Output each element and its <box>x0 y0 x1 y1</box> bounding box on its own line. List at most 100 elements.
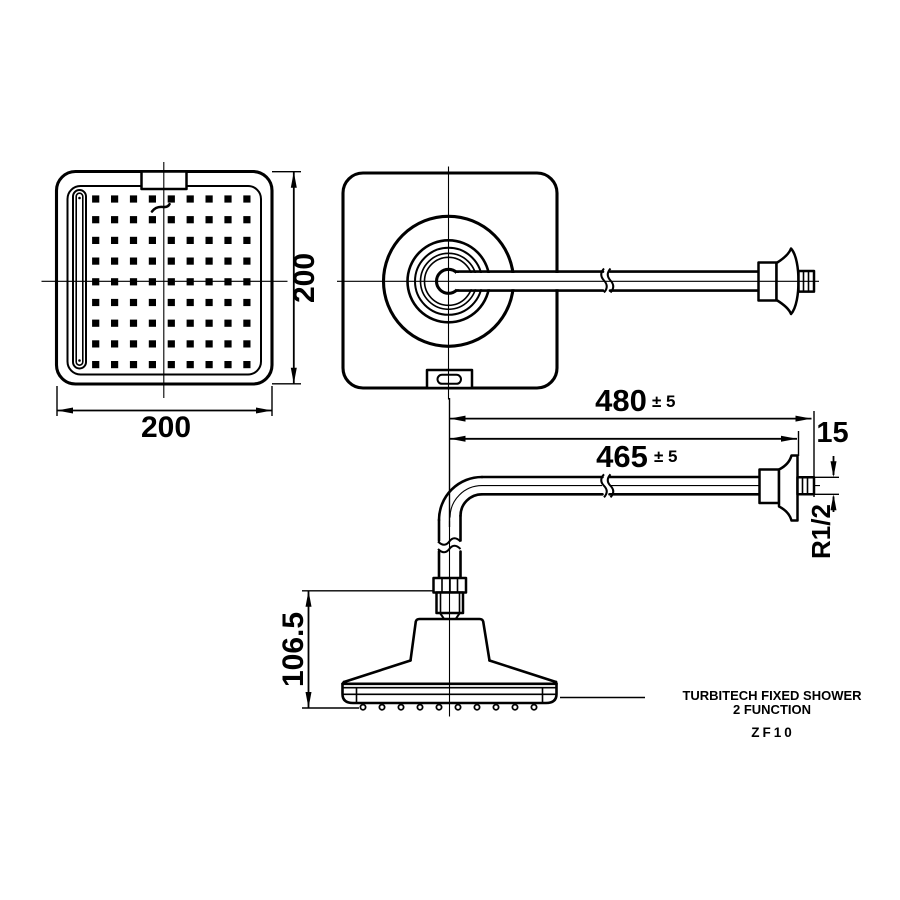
nozzle-dot <box>92 195 100 203</box>
nozzle-dot <box>243 257 251 265</box>
face-height-label: 200 <box>288 253 321 303</box>
front-view-waterfall-slot-inner <box>75 192 84 366</box>
arrow-left-icon <box>57 407 73 414</box>
nozzle-dot <box>224 257 232 265</box>
nozzle-dot <box>186 236 194 244</box>
pipe-break-line-2 <box>606 267 615 294</box>
spray-nozzle <box>530 703 538 711</box>
dim-wall-thread: 15 <box>816 417 848 449</box>
nozzle-dot <box>148 216 156 224</box>
nozzle-dot <box>243 340 251 348</box>
product-name-line2: 2 FUNCTION <box>733 702 811 717</box>
elbow-centerline-arc <box>449 485 483 518</box>
front-view-waterfall-slot <box>72 189 87 370</box>
nozzle-dot <box>111 298 119 307</box>
nozzle-dot <box>186 195 194 203</box>
nozzle-dot <box>186 298 194 307</box>
nozzle-dot <box>148 361 156 369</box>
nozzle-dot <box>167 216 175 224</box>
nozzle-dot <box>167 319 175 327</box>
nozzle-dot <box>205 319 213 327</box>
nozzle-dot <box>167 195 175 203</box>
collar-inner-lines <box>439 592 461 613</box>
nozzle-dot <box>205 195 213 203</box>
nozzle-dot <box>186 361 194 369</box>
elbow-inner-arc <box>459 493 484 518</box>
dim-thread-size: R1/2 <box>806 456 839 559</box>
nozzle-dot <box>129 298 138 307</box>
drop-leg-lower <box>437 550 462 580</box>
nozzle-dot <box>205 257 213 265</box>
rim-band-ticks <box>355 687 544 702</box>
thread-root-lines <box>801 477 809 495</box>
spray-nozzle <box>511 703 519 711</box>
nozzle-dot <box>167 298 175 307</box>
side-flange-bell <box>777 454 799 522</box>
side-pipe-break-1 <box>600 473 608 498</box>
nozzle-dot <box>224 298 232 307</box>
product-name-line1: TURBITECH FIXED SHOWER <box>682 688 862 703</box>
nozzle-dot <box>224 319 232 327</box>
nozzle-dot <box>243 319 251 327</box>
nozzle-dot <box>129 361 138 369</box>
spray-nozzle <box>435 703 443 711</box>
nozzle-dot <box>111 216 119 224</box>
nozzle-dot <box>92 257 100 265</box>
nozzle-dot <box>167 257 175 265</box>
nozzle-dot <box>129 319 138 327</box>
slot-top-dot <box>78 196 81 200</box>
front-height-dimension: 200 <box>272 170 321 385</box>
nozzle-dot <box>148 236 156 244</box>
spray-nozzle <box>492 703 500 711</box>
arm-total-length-label: 480 <box>595 383 647 418</box>
nozzle-dot <box>111 319 119 327</box>
nozzle-dot <box>224 340 232 348</box>
drop-leg-upper <box>437 514 462 542</box>
nozzle-dot <box>224 361 232 369</box>
spray-nozzle <box>416 703 424 711</box>
top-view <box>337 166 819 400</box>
nozzle-dot <box>92 361 100 369</box>
side-view-nozzle-row <box>359 703 538 711</box>
nozzle-dot <box>205 361 213 369</box>
arrow-down-icon <box>290 367 297 384</box>
nozzle-dot <box>205 236 213 244</box>
dim-arm-wall-length: 465 ± 5 <box>449 431 800 474</box>
nozzle-dot <box>205 298 213 307</box>
nozzle-dot <box>243 236 251 244</box>
nozzle-dot <box>224 236 232 244</box>
spray-nozzle <box>397 703 405 711</box>
nozzle-dot <box>148 340 156 348</box>
nozzle-dot <box>129 236 138 244</box>
nozzle-dot <box>92 298 100 307</box>
elbow-outer-arc <box>437 475 484 522</box>
nozzle-dot <box>205 340 213 348</box>
nozzle-dot <box>148 195 156 203</box>
slot-bottom-dot <box>78 359 81 362</box>
nozzle-dot <box>92 236 100 244</box>
dim-arm-total-length: 480 ± 5 <box>448 383 815 527</box>
nozzle-dot <box>243 361 251 369</box>
spray-nozzle <box>454 703 462 711</box>
nozzle-dot <box>224 195 232 203</box>
nozzle-dot <box>243 195 251 203</box>
thread-size-label: R1/2 <box>806 504 836 559</box>
nozzle-dot <box>186 340 194 348</box>
nozzle-dot <box>129 195 138 203</box>
spray-nozzle <box>359 703 367 711</box>
arm-wall-tolerance-label: ± 5 <box>654 447 678 466</box>
nozzle-dot <box>111 257 119 265</box>
nozzle-dot <box>167 236 175 244</box>
nozzle-dot <box>186 257 194 265</box>
nozzle-dot <box>148 298 156 307</box>
nozzle-dot <box>167 340 175 348</box>
side-pipe-break-2 <box>606 473 615 498</box>
nozzle-dot <box>224 216 232 224</box>
wall-thread-length-label: 15 <box>816 417 848 449</box>
nozzle-dot <box>186 216 194 224</box>
dim-head-drop: 106.5 <box>277 590 433 709</box>
nozzle-dot <box>92 216 100 224</box>
arm-wall-length-label: 465 <box>596 439 648 474</box>
face-width-label: 200 <box>141 411 191 444</box>
